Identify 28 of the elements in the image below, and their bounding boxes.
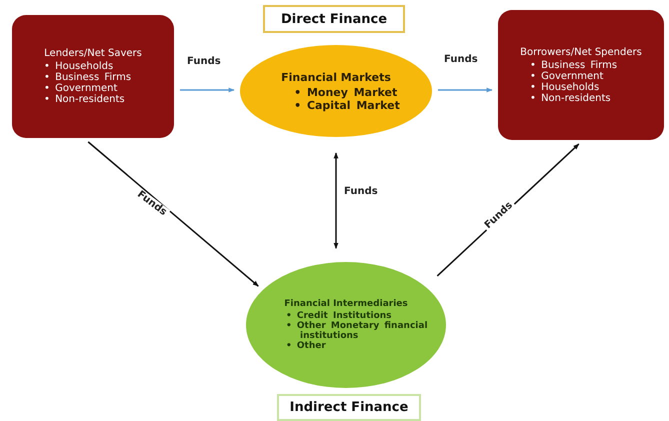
heading-box: Indirect Finance <box>277 394 421 421</box>
node-heading: Financial Markets <box>280 70 392 84</box>
edge-label: Funds <box>442 54 480 65</box>
list-item: • Non-residents <box>44 94 126 105</box>
lender-box <box>12 15 174 138</box>
list-item: • Households <box>530 82 600 92</box>
edge-label: Funds <box>342 186 380 197</box>
arrow <box>88 141 259 287</box>
arrow <box>438 88 493 92</box>
borrower-box <box>498 10 664 140</box>
node-heading: Financial Intermediaries <box>283 299 409 309</box>
list-item: • Other Monetary financial institutions <box>286 321 428 341</box>
list-item: • Capital Market <box>294 98 400 112</box>
list-item: • Money Market <box>294 86 398 98</box>
list-item: • Business Firms <box>44 72 132 83</box>
arrow <box>334 152 338 249</box>
list-item: • Households <box>44 61 114 72</box>
heading-box: Direct Finance <box>263 5 405 33</box>
arrow <box>180 88 235 92</box>
list-item: • Non-residents <box>530 92 612 104</box>
list-item: • Government <box>44 83 118 94</box>
list-item: • Business Firms <box>530 60 618 70</box>
list-item: • Other <box>286 341 327 351</box>
edge-label: Funds <box>185 56 223 67</box>
list-item: • Credit Institutions <box>286 311 393 321</box>
node-heading: Lenders/Net Savers <box>43 48 143 59</box>
list-item: • Government <box>530 70 604 82</box>
node-heading: Borrowers/Net Spenders <box>519 46 643 58</box>
